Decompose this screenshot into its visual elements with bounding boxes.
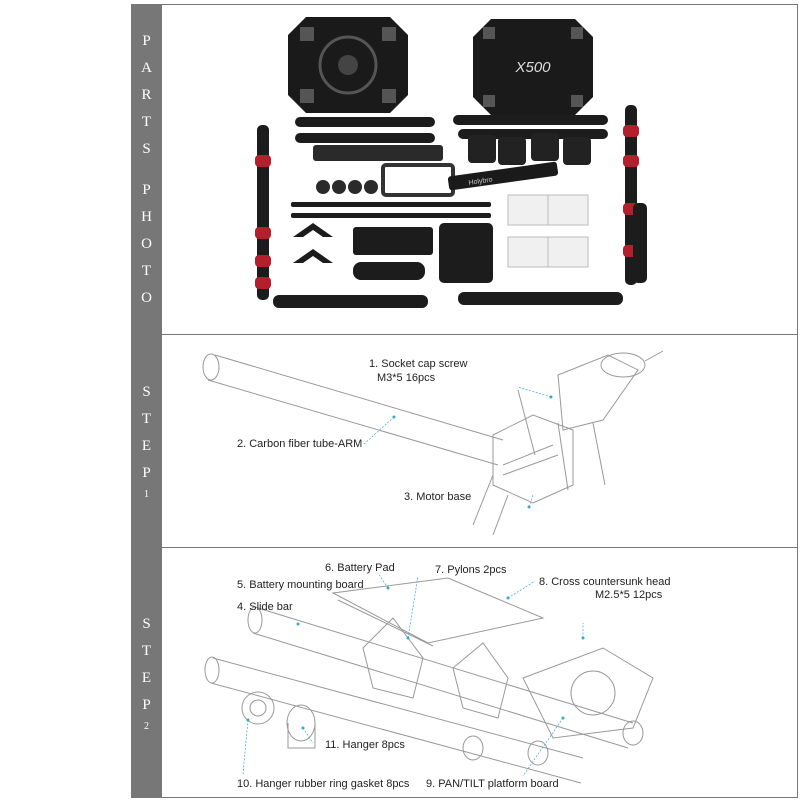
sidebar-letter: S: [142, 615, 152, 632]
sidebar-step-number: 1: [144, 489, 150, 500]
parts-photo-sidebar: P A R T S P H O T O: [132, 5, 162, 334]
label-carbon-fiber-tube-arm: 2. Carbon fiber tube-ARM: [237, 438, 363, 450]
label-motor-base: 3. Motor base: [404, 491, 472, 503]
top-plate-image: [288, 17, 408, 113]
sidebar-letter: T: [141, 113, 153, 130]
bottom-plate-image: X500: [473, 19, 593, 115]
sidebar-letter: A: [141, 59, 153, 76]
landing-gear-legs-image: [255, 105, 647, 300]
sidebar-letter: O: [141, 235, 153, 252]
label-slide-bar: 4. Slide bar: [237, 601, 293, 613]
mounting-boards-image: [293, 223, 493, 283]
step-1-diagram: [202, 350, 664, 536]
sidebar-letter: E: [141, 669, 153, 686]
step-1-section: S T E P 1: [132, 335, 797, 548]
label-pylons: 7. Pylons 2pcs: [435, 564, 507, 576]
parts-photo: X500: [255, 17, 647, 308]
sidebar-letter: E: [141, 438, 153, 454]
step-2-sidebar: S T E P 2: [132, 548, 162, 797]
sidebar-letter: P: [142, 465, 152, 481]
label-battery-pad: 6. Battery Pad: [325, 562, 395, 574]
step-1-sidebar: S T E P 1: [132, 335, 162, 547]
sidebar-letter: S: [142, 140, 152, 157]
label-battery-mounting-board: 5. Battery mounting board: [237, 579, 364, 591]
label-hanger-rubber-ring-gasket: 10. Hanger rubber ring gasket 8pcs: [237, 778, 410, 790]
sidebar-letter: H: [141, 208, 153, 225]
sidebar-letter: P: [142, 696, 152, 713]
sidebar-step-number: 2: [144, 720, 150, 732]
sidebar-letter: R: [141, 86, 153, 103]
label-cross-countersunk-head: 8. Cross countersunk head: [539, 576, 671, 588]
velcro-strap-image: Holybro: [447, 161, 559, 191]
parts-photo-section: P A R T S P H O T O: [132, 5, 797, 335]
step-2-section: S T E P 2: [132, 548, 797, 797]
label-socket-cap-screw-spec: M3*5 16pcs: [377, 372, 436, 384]
sidebar-letter: P: [142, 32, 152, 49]
label-pan-tilt-platform-board: 9. PAN/TILT platform board: [426, 778, 559, 790]
assembly-instruction-sheet: P A R T S P H O T O: [131, 4, 798, 798]
sidebar-letter: T: [141, 411, 153, 427]
frame-logo: X500: [514, 59, 551, 76]
small-parts-image: [313, 145, 455, 197]
sidebar-letter: T: [141, 642, 153, 659]
sidebar-letter: T: [141, 262, 153, 279]
strap-logo: Holybro: [468, 177, 493, 187]
screw-bags-image: [507, 194, 589, 268]
sidebar-letter: S: [142, 384, 152, 400]
sidebar-letter: O: [141, 289, 153, 306]
carbon-tubes-image: [273, 115, 623, 308]
label-cross-countersunk-head-spec: M2.5*5 12pcs: [595, 589, 663, 601]
sidebar-letter: P: [142, 181, 152, 198]
motor-mounts-image: [468, 133, 591, 165]
label-socket-cap-screw: 1. Socket cap screw: [369, 358, 468, 370]
step-2-diagram: [204, 572, 654, 784]
label-hanger: 11. Hanger 8pcs: [325, 739, 405, 751]
